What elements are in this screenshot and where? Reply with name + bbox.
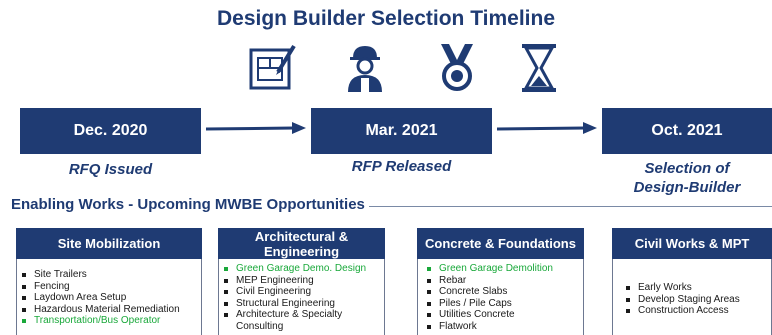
timeline-date-2: Mar. 2021 bbox=[311, 108, 492, 154]
list-item: Fencing bbox=[21, 281, 201, 293]
list-item: Architecture & Specialty bbox=[223, 309, 384, 321]
list-item: Rebar bbox=[426, 275, 583, 287]
list-item: Green Garage Demo. Design bbox=[223, 263, 384, 275]
timeline-date-1: Dec. 2020 bbox=[20, 108, 201, 154]
list-item: Develop Staging Areas bbox=[625, 294, 771, 306]
list-item: Hazardous Material Remediation bbox=[21, 304, 201, 316]
list-item: Consulting bbox=[236, 320, 284, 332]
page-title: Design Builder Selection Timeline bbox=[216, 7, 556, 30]
list-item: Concrete Slabs bbox=[426, 286, 583, 298]
list-item: Green Garage Demolition bbox=[426, 263, 583, 275]
card-title-civil-works-mpt: Civil Works & MPT bbox=[612, 228, 772, 259]
milestone-label-3-line-1: Selection of bbox=[644, 160, 730, 177]
section-divider bbox=[368, 206, 772, 207]
milestone-label-2-line: RFP Released bbox=[351, 158, 452, 175]
list-item: Flatwork bbox=[426, 321, 583, 333]
medal-icon bbox=[432, 42, 482, 94]
card-title-concrete-foundations: Concrete & Foundations bbox=[417, 228, 584, 259]
list-item: MEP Engineering bbox=[223, 275, 384, 287]
list-item: Transportation/Bus Operator bbox=[21, 315, 201, 327]
blueprint-icon bbox=[248, 42, 298, 94]
milestone-label-1: RFQ Issued bbox=[20, 160, 201, 179]
milestone-label-3: Selection of Design-Builder bbox=[602, 159, 772, 197]
milestone-label-3-line-2: Design-Builder bbox=[633, 179, 741, 196]
list-item: Early Works bbox=[625, 282, 771, 294]
timeline-arrow-2 bbox=[497, 122, 597, 134]
timeline-arrow-1 bbox=[206, 122, 306, 134]
list-item: Piles / Pile Caps bbox=[426, 298, 583, 310]
milestone-label-1-line: RFQ Issued bbox=[68, 161, 153, 178]
construction-worker-icon bbox=[340, 42, 390, 94]
card-title-architectural-engineering: Architectural & Engineering bbox=[218, 228, 385, 259]
timeline-date-3: Oct. 2021 bbox=[602, 108, 772, 154]
list-item: Civil Engineering bbox=[223, 286, 384, 298]
section-heading: Enabling Works - Upcoming MWBE Opportuni… bbox=[11, 196, 369, 213]
list-item: Construction Access bbox=[625, 305, 771, 317]
list-item: Site Trailers bbox=[21, 269, 201, 281]
list-item: Laydown Area Setup bbox=[21, 292, 201, 304]
list-item: Utilities Concrete bbox=[426, 309, 583, 321]
card-title-site-mobilization: Site Mobilization bbox=[16, 228, 202, 259]
list-item: Structural Engineering bbox=[223, 298, 384, 310]
milestone-label-2: RFP Released bbox=[311, 157, 492, 176]
hourglass-icon bbox=[514, 42, 564, 94]
